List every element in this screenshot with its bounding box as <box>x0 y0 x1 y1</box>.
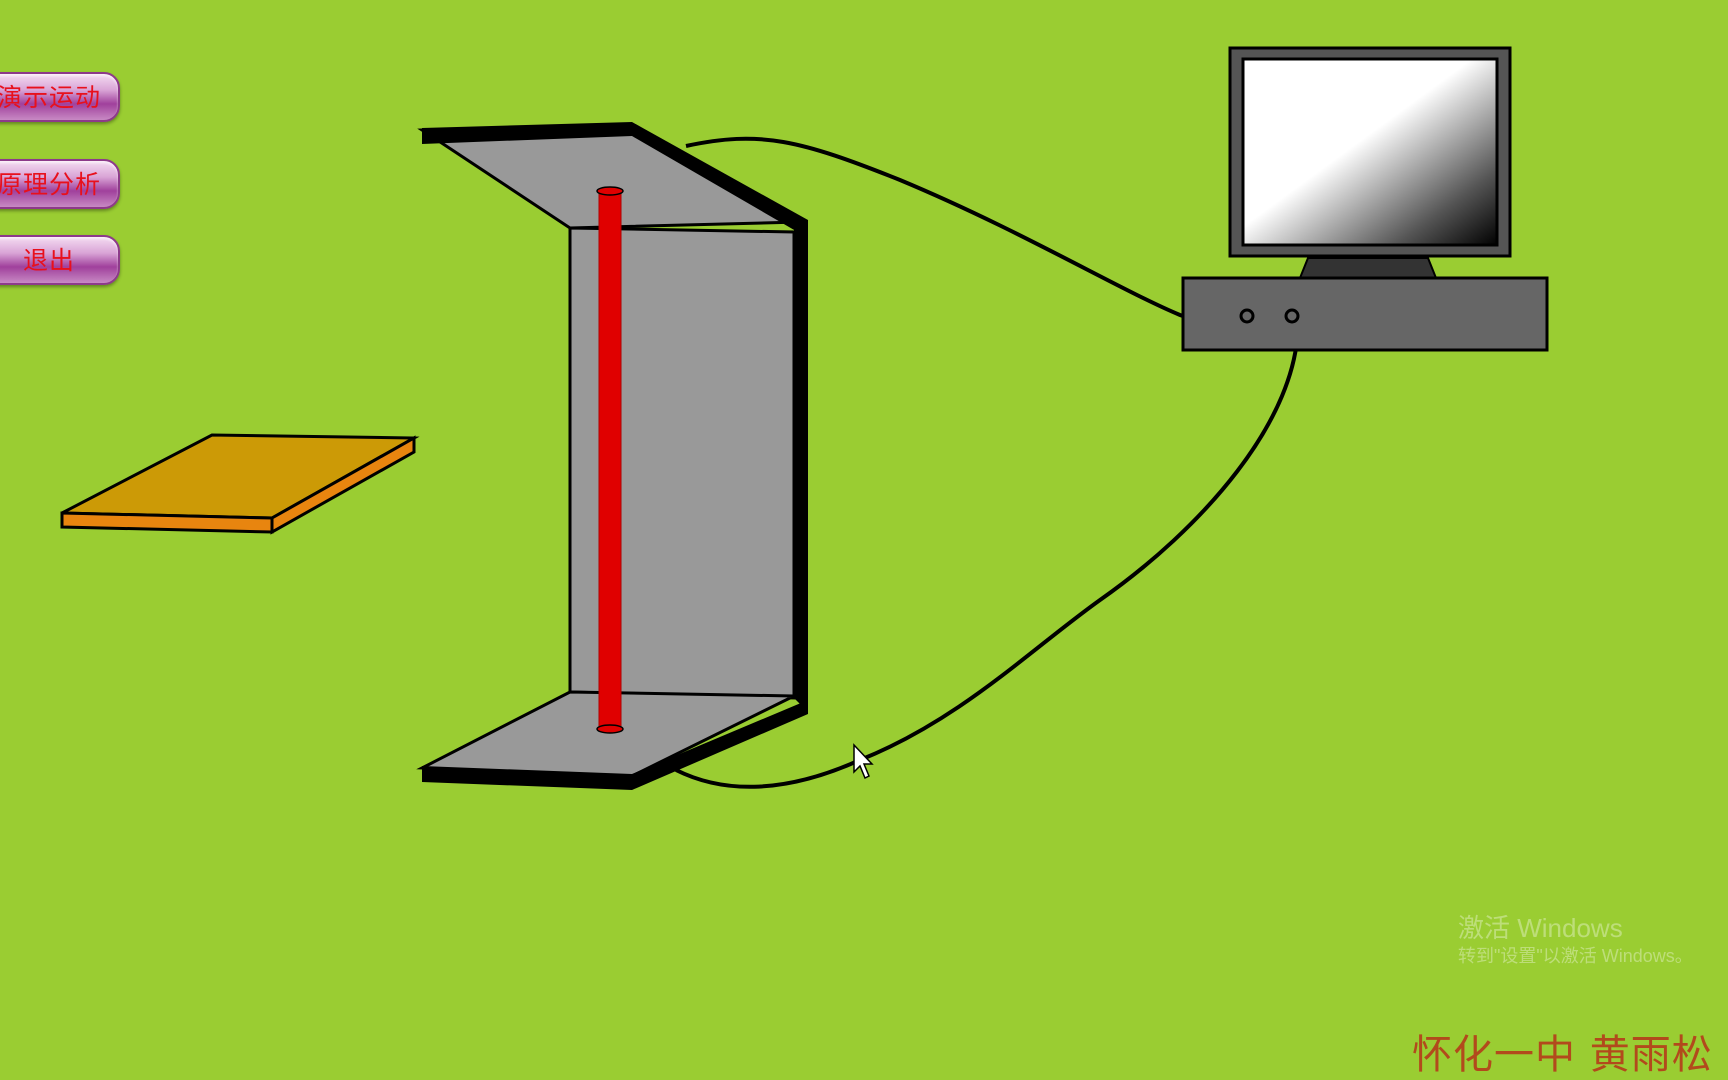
computer-case <box>1181 276 1549 352</box>
conducting-rod <box>596 186 624 734</box>
computer-monitor <box>1228 46 1512 279</box>
input-port-left <box>1239 308 1255 324</box>
exit-button[interactable]: 退出 <box>0 235 120 285</box>
watermark-line-1: 激活 Windows <box>1458 913 1623 943</box>
lower-wire <box>675 319 1301 789</box>
author-credit: 怀化一中 黄雨松 <box>1412 1032 1713 1078</box>
copper-plate <box>60 433 420 535</box>
input-port-right <box>1284 308 1300 324</box>
demo-motion-button[interactable]: 演示运动 <box>0 72 120 122</box>
watermark-line-2: 转到"设置"以激活 Windows。 <box>1458 945 1693 966</box>
activation-watermark: 激活 Windows 转到"设置"以激活 Windows。 <box>1458 912 1693 967</box>
principle-analysis-button[interactable]: 原理分析 <box>0 159 120 209</box>
magnet-frame <box>416 122 808 790</box>
mouse-cursor-icon <box>853 743 874 780</box>
